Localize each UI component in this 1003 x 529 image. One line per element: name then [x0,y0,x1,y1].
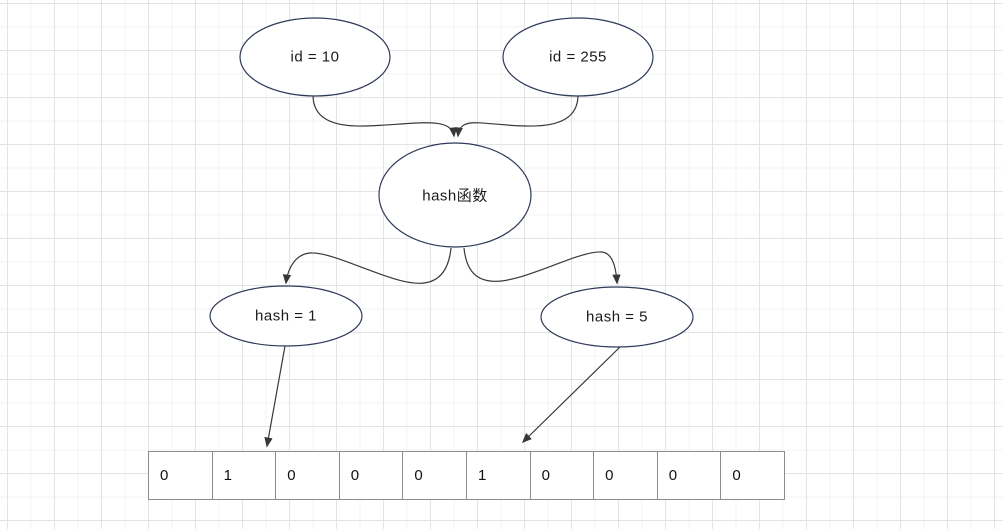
bitmap-cell-value: 1 [477,467,487,484]
bitmap-cell-value: 0 [732,467,741,484]
edge-hash5-to-bitmap[interactable] [521,346,621,444]
bitmap-cell-6[interactable]: 0 [529,452,594,499]
bitmap-cell-3[interactable]: 0 [338,452,403,499]
node-id10-shape[interactable] [239,17,391,97]
node-hash1-shape[interactable] [209,285,363,347]
bitmap-cell-7[interactable]: 0 [593,452,657,499]
bitmap-cell-value: 1 [223,467,232,484]
node-id255-shape[interactable] [502,17,654,97]
node-hash-function-shape[interactable] [378,142,532,248]
bitmap-cell-value: 0 [350,467,360,484]
bitmap-cell-5[interactable]: 1 [465,452,530,499]
bitmap-cell-1[interactable]: 1 [211,452,276,499]
edge-id10-to-hashfn[interactable] [312,94,458,138]
bitmap-cell-0[interactable]: 0 [149,452,212,499]
node-hash-function-label[interactable]: hash函数 [422,187,488,205]
node-id255-label[interactable]: id = 255 [549,48,607,66]
bitmap-cell-value: 0 [287,467,296,484]
node-hash5-shape[interactable] [540,286,694,348]
bitmap-cell-2[interactable]: 0 [275,452,339,499]
edge-hashfn-to-hash1[interactable] [282,247,452,285]
bitmap-cell-value: 0 [668,467,678,484]
bitmap-cell-value: 0 [541,467,550,484]
bitmap-cell-9[interactable]: 0 [720,452,784,499]
node-id10-label[interactable]: id = 10 [290,48,340,66]
edge-hashfn-to-hash5[interactable] [463,247,621,285]
edge-hash1-to-bitmap[interactable] [264,345,286,448]
bitmap-cell-value: 0 [605,467,614,484]
edge-id255-to-hashfn[interactable] [454,94,579,138]
bitmap-cell-8[interactable]: 0 [656,452,721,499]
bitmap-array: 0 1 0 0 0 1 0 0 0 0 [148,451,785,500]
node-hash5-label[interactable]: hash = 5 [586,308,648,326]
bitmap-cell-value: 0 [414,467,423,484]
bitmap-cell-4[interactable]: 0 [402,452,466,499]
bitmap-cell-value: 0 [160,467,169,484]
node-hash1-label[interactable]: hash = 1 [255,307,317,325]
